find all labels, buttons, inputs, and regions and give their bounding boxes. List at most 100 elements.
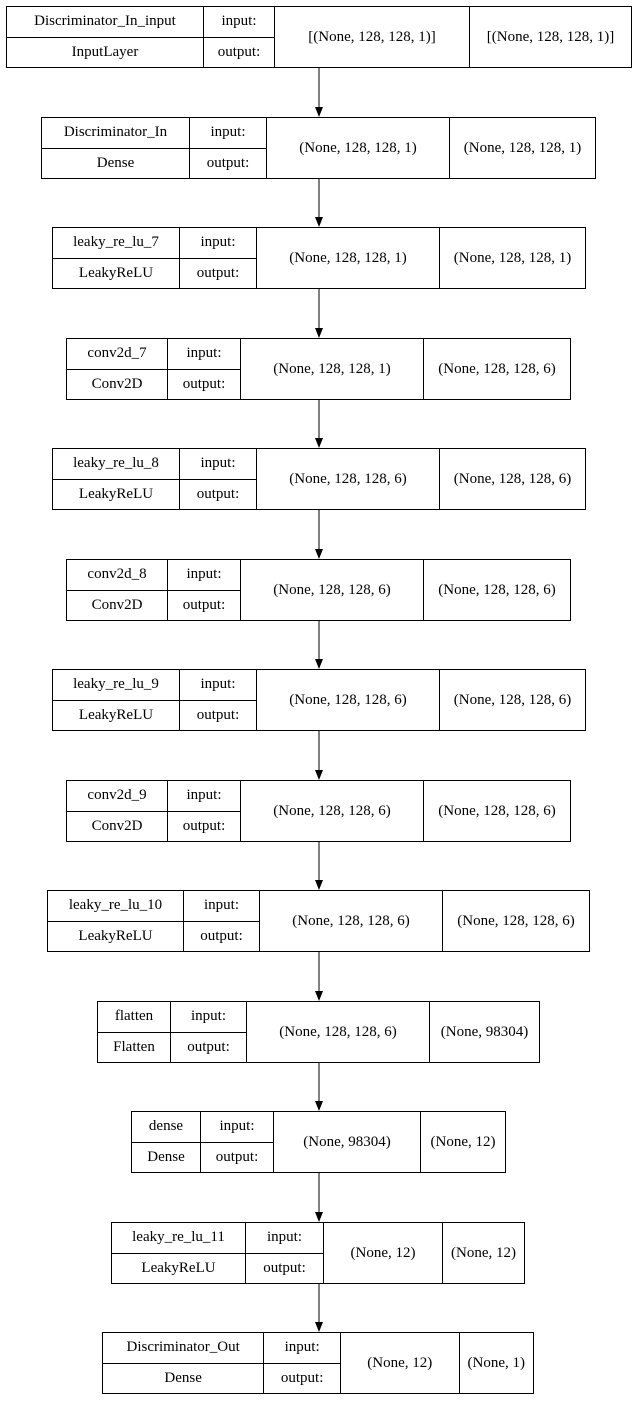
output-shape: (None, 128, 128, 6)	[438, 581, 556, 598]
io-labels: input: output:	[171, 1002, 247, 1062]
output-shape: [(None, 128, 128, 1)]	[486, 28, 615, 45]
input-shape: (None, 128, 128, 6)	[247, 1002, 430, 1062]
io-labels: input:output:	[264, 1333, 341, 1393]
edge-arrowhead	[315, 1322, 323, 1332]
layer-type: LeakyReLU	[78, 264, 154, 281]
layer-type: Dense	[164, 1369, 202, 1386]
input-shape: (None, 12)	[324, 1223, 443, 1283]
edge-arrowhead	[315, 1101, 323, 1111]
io-labels: input: output:	[180, 449, 257, 509]
input-shape: (None, 128, 128, 6)	[257, 670, 440, 730]
output-label: output:	[196, 485, 240, 502]
edge-arrowhead	[315, 880, 323, 890]
input-label: input:	[171, 1002, 246, 1033]
input-shape: (None, 98304)	[274, 1112, 421, 1172]
input-label: input:	[180, 449, 256, 480]
output-shape: (None, 128, 128, 6)	[438, 802, 556, 819]
layer-type: Conv2D	[91, 375, 143, 392]
output-label: output:	[200, 927, 243, 944]
output-shape: (None, 128, 128, 1)	[463, 139, 582, 156]
layer-type: LeakyReLU	[78, 706, 154, 723]
output-shape: (None, 128, 128, 6)	[453, 691, 572, 708]
layer-type: LeakyReLU	[78, 927, 153, 944]
layer-name: leaky_re_lu_10	[48, 891, 183, 922]
input-shape: (None, 128, 128, 6)	[241, 781, 424, 841]
output-shape: (None, 128, 128, 6)	[453, 470, 572, 487]
io-labels: input:output:	[180, 228, 257, 288]
edge-arrowhead	[315, 438, 323, 448]
output-label: output:	[215, 1148, 259, 1165]
output-shape: (None, 128, 128, 6)	[438, 360, 556, 377]
layer-type: Flatten	[113, 1038, 155, 1055]
output-label: output:	[187, 1038, 230, 1055]
input-label: input:	[201, 1112, 273, 1143]
layer-name: dense	[132, 1112, 200, 1143]
layer-type: Dense	[147, 1148, 185, 1165]
output-shape: (None, 128, 128, 1)	[453, 249, 572, 266]
layer-name: conv2d_7	[67, 339, 167, 370]
layer-name: Discriminator_In_input	[7, 7, 203, 38]
input-label: input:	[180, 670, 256, 701]
layer-name: Discriminator_In	[42, 118, 189, 149]
input-label: input:	[184, 891, 259, 922]
output-label: output:	[196, 264, 240, 281]
output-label: output:	[196, 706, 240, 723]
layer-type: LeakyReLU	[78, 485, 154, 502]
output-shape: (None, 128, 128, 6)	[457, 912, 575, 929]
io-labels: input:output:	[246, 1223, 324, 1283]
input-shape: (None, 128, 128, 1)	[241, 339, 424, 399]
input-label: input:	[190, 118, 266, 149]
input-label: input:	[246, 1223, 323, 1254]
layer-type: Conv2D	[91, 817, 143, 834]
io-labels: input: output:	[168, 339, 241, 399]
layer-name: Discriminator_Out	[103, 1333, 264, 1364]
io-labels: input: output:	[180, 670, 257, 730]
input-shape: (None, 128, 128, 6)	[257, 449, 440, 509]
input-label: input:	[168, 339, 240, 370]
input-shape: (None, 128, 128, 1)	[267, 118, 450, 178]
layer-name: leaky_re_lu_8	[53, 449, 179, 480]
input-label: input:	[204, 7, 274, 38]
io-labels: input:output:	[168, 781, 241, 841]
input-shape: (None, 128, 128, 1)	[257, 228, 440, 288]
output-label: output:	[182, 375, 226, 392]
edge-arrowhead	[315, 770, 323, 780]
output-shape: (None, 12)	[451, 1244, 516, 1261]
output-shape: (None, 1)	[467, 1354, 525, 1371]
io-labels: input:output:	[190, 118, 267, 178]
edge-arrowhead	[315, 217, 323, 227]
output-label: output:	[182, 596, 226, 613]
edge-arrowhead	[315, 1212, 323, 1222]
layer-type: Conv2D	[91, 596, 143, 613]
edge-arrowhead	[315, 107, 323, 117]
layer-name: conv2d_9	[67, 781, 167, 812]
edge-arrowhead	[315, 991, 323, 1001]
output-label: output:	[217, 43, 261, 60]
output-label: output:	[280, 1369, 324, 1386]
output-label: output:	[182, 817, 226, 834]
io-labels: input:output:	[168, 560, 241, 620]
io-labels: input: output:	[201, 1112, 274, 1172]
edge-arrowhead	[315, 328, 323, 338]
